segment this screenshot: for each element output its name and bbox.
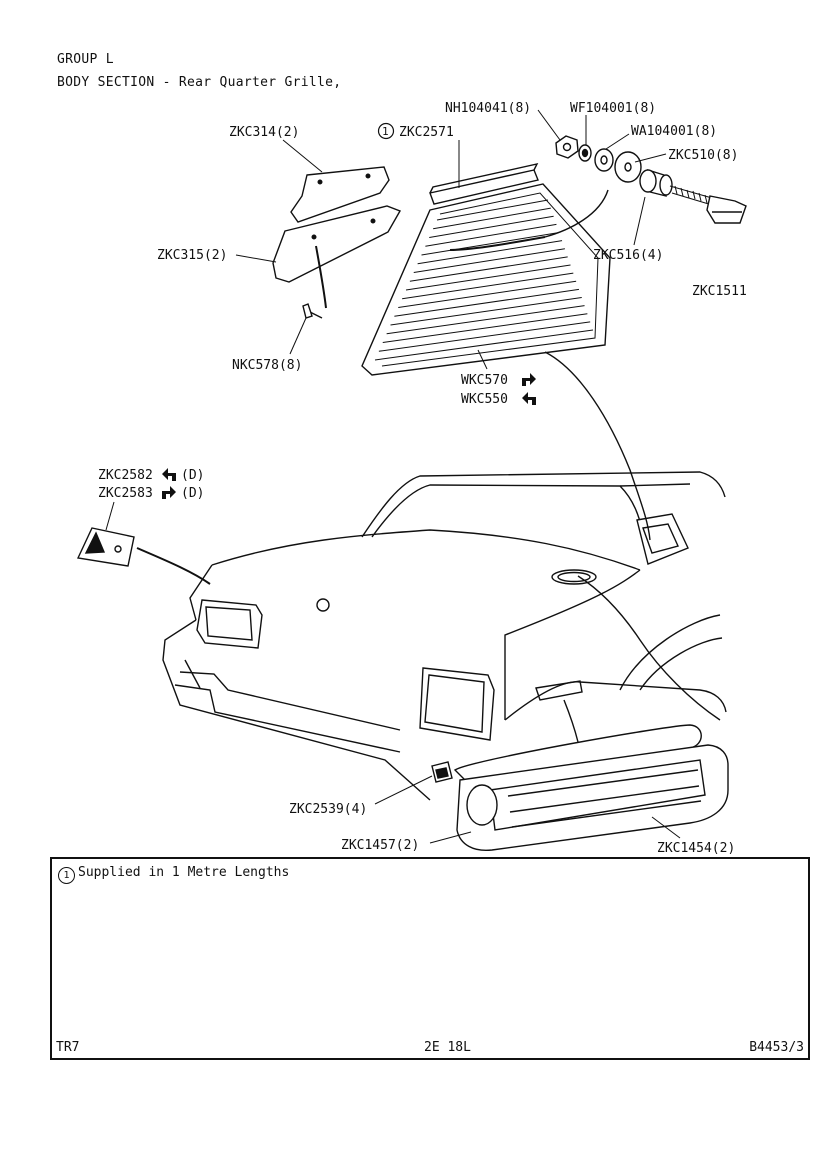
note-text: Supplied in 1 Metre Lengths bbox=[78, 865, 290, 880]
callout-wa104001: WA104001(8) bbox=[631, 124, 717, 139]
grille-louvre bbox=[402, 272, 574, 300]
grille-louvre bbox=[394, 288, 580, 317]
footer-drawing-number: B4453/3 bbox=[749, 1040, 804, 1055]
leader-lines bbox=[105, 109, 681, 844]
callout-zkc314: ZKC314(2) bbox=[229, 125, 299, 140]
callout-zkc2583-suffix: (D) bbox=[181, 486, 204, 501]
callout-zkc2582: ZKC2582 bbox=[98, 468, 153, 483]
grille-parts-drawing bbox=[272, 135, 747, 376]
grille-louvre bbox=[405, 264, 571, 291]
callout-zkc2571: ZKC2571 bbox=[399, 125, 454, 140]
callout-zkc2583: ZKC2583 bbox=[98, 486, 153, 501]
grille-louvre bbox=[425, 223, 557, 247]
callout-zkc1511: ZKC1511 bbox=[692, 284, 747, 299]
grille-louvre bbox=[382, 313, 588, 343]
callout-nkc578: NKC578(8) bbox=[232, 358, 302, 373]
right-turn-arrow-icon bbox=[162, 486, 176, 499]
callout-zkc2582-suffix: (D) bbox=[181, 468, 204, 483]
note-marker-1-num: 1 bbox=[382, 125, 389, 138]
grille-louvre bbox=[436, 199, 549, 221]
callout-zkc510: ZKC510(8) bbox=[668, 148, 738, 163]
reflector-ZKC2582 bbox=[76, 527, 135, 567]
grille-louvre bbox=[429, 215, 554, 238]
grille-louvre bbox=[421, 232, 560, 256]
left-turn-arrow-icon bbox=[522, 392, 536, 405]
grille-louvre bbox=[433, 207, 551, 230]
callout-wkc570: WKC570 bbox=[461, 373, 508, 388]
callout-zkc1454: ZKC1454(2) bbox=[657, 841, 735, 856]
grille-louvre bbox=[413, 248, 565, 273]
grille-louvre bbox=[409, 256, 568, 282]
callout-zkc2539: ZKC2539(4) bbox=[289, 802, 367, 817]
part-number-callouts: ZKC314(2) 1 ZKC2571 NH104041(8) WF104001… bbox=[98, 101, 747, 856]
callout-wf104001: WF104001(8) bbox=[570, 101, 656, 116]
car-rear-drawing bbox=[136, 351, 727, 801]
callout-wkc550: WKC550 bbox=[461, 392, 508, 407]
grille-louvre bbox=[374, 329, 594, 361]
grille-ZKC1454 bbox=[453, 724, 729, 852]
grille-louvre bbox=[417, 240, 563, 265]
left-turn-arrow-icon bbox=[162, 468, 176, 481]
callout-zkc315: ZKC315(2) bbox=[157, 248, 227, 263]
footer-page-ref: 2E 18L bbox=[424, 1040, 471, 1055]
group-heading: GROUP L bbox=[57, 52, 114, 67]
grille-louvre bbox=[390, 297, 582, 326]
callout-zkc1457: ZKC1457(2) bbox=[341, 838, 419, 853]
section-title: BODY SECTION - Rear Quarter Grille, bbox=[57, 75, 342, 90]
footer-model: TR7 bbox=[56, 1040, 80, 1055]
note-marker-1 bbox=[377, 122, 395, 140]
right-turn-arrow-icon bbox=[522, 373, 536, 386]
callout-nh104041: NH104041(8) bbox=[445, 101, 531, 116]
callout-zkc516: ZKC516(4) bbox=[593, 248, 663, 263]
grille-louvre bbox=[378, 321, 591, 352]
grille-louvre bbox=[398, 280, 577, 308]
note-marker: 1 bbox=[58, 867, 75, 884]
grille-louvre bbox=[386, 305, 585, 335]
